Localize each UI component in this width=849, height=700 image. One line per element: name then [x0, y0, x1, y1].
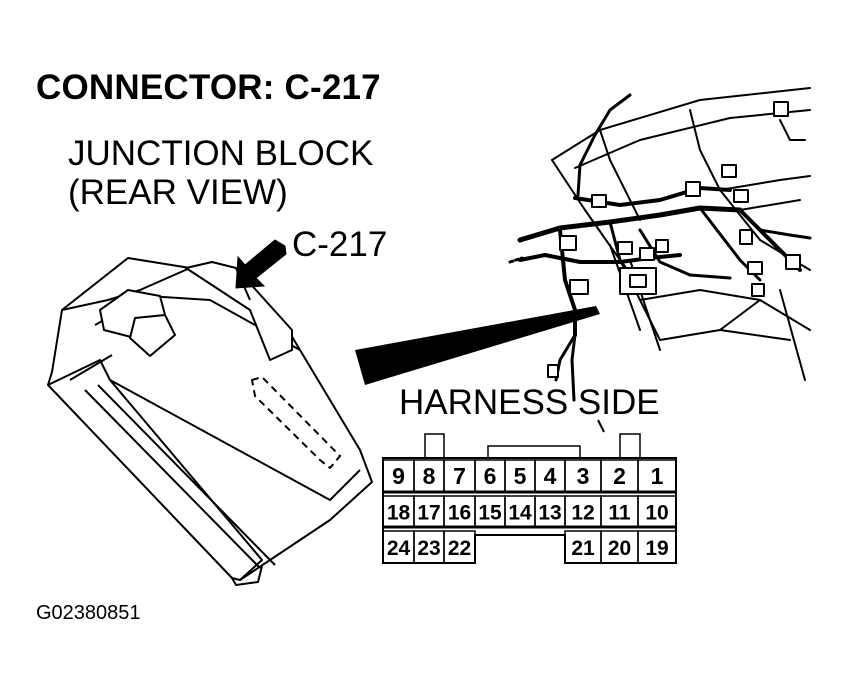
pin-number-11: 11 — [608, 502, 631, 525]
pin-number-16: 16 — [448, 502, 471, 525]
pin-number-18: 18 — [387, 502, 411, 525]
junction-block-illustration — [47, 257, 373, 586]
pin-cell — [443, 530, 476, 564]
c217-pointer-arrow — [235, 239, 287, 289]
pin-number-23: 23 — [417, 537, 440, 560]
pin-number-5: 5 — [514, 463, 527, 489]
connector-pointer-label: C-217 — [292, 225, 388, 264]
pin-number-8: 8 — [423, 463, 436, 489]
component-name: JUNCTION BLOCK — [68, 134, 374, 173]
pin-number-19: 19 — [645, 537, 668, 560]
pin-number-15: 15 — [478, 502, 502, 525]
pin-cell — [637, 495, 677, 528]
pin-number-1: 1 — [651, 463, 664, 489]
pin-number-22: 22 — [448, 537, 471, 560]
figure-id: G02380851 — [36, 602, 141, 624]
harness-side-label: HARNESS SIDE — [399, 383, 660, 422]
pin-number-10: 10 — [645, 502, 668, 525]
pin-number-13: 13 — [538, 502, 561, 525]
pin-number-12: 12 — [571, 502, 594, 525]
component-view: (REAR VIEW) — [68, 173, 288, 212]
connector-title: CONNECTOR: C-217 — [36, 68, 381, 107]
pin-number-20: 20 — [608, 537, 631, 560]
pin-number-21: 21 — [571, 537, 595, 560]
pin-number-7: 7 — [453, 463, 466, 489]
pin-number-4: 4 — [544, 463, 557, 489]
pin-number-14: 14 — [508, 502, 532, 525]
pin-number-9: 9 — [392, 463, 405, 489]
pin-cell — [637, 530, 677, 564]
pin-number-24: 24 — [387, 537, 411, 560]
pin-cell — [637, 459, 677, 493]
pin-number-2: 2 — [613, 463, 626, 489]
dashboard-wiring-illustration — [508, 87, 812, 402]
pin-number-17: 17 — [417, 502, 440, 525]
pin-number-6: 6 — [484, 463, 497, 489]
location-wedge-pointer — [355, 306, 600, 385]
pin-number-3: 3 — [577, 463, 590, 489]
